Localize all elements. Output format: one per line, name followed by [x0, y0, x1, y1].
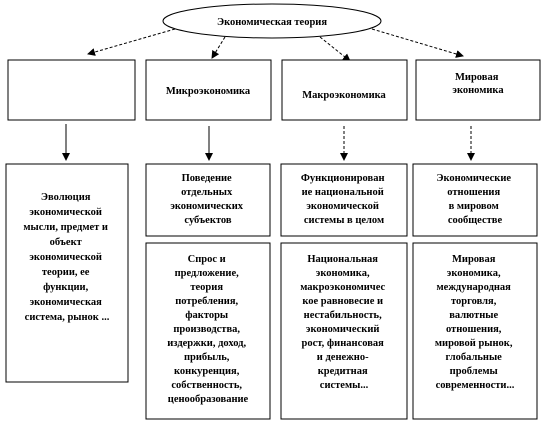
detail-line: торговля,	[451, 296, 497, 307]
branch-4-box	[415, 59, 541, 121]
detail-line: Национальная	[307, 254, 378, 265]
detail-line: объект	[50, 237, 83, 248]
detail-line: отношения,	[446, 324, 502, 335]
detail-line: прибыль,	[184, 352, 230, 363]
detail-line: экономический	[306, 324, 380, 335]
branch-1-detail-text: Эволюция экономической мысли, предмет и …	[23, 192, 110, 323]
branch-1-detail-box	[5, 163, 129, 383]
detail-line: глобальные	[446, 352, 503, 363]
detail-line: экономической	[29, 207, 102, 218]
detail-line: рост, финансовая	[302, 338, 385, 349]
detail-line: и денежно-	[317, 352, 369, 363]
detail-line: теория	[190, 282, 223, 293]
branch-2-detail-text-1: Поведение отдельных экономических субъек…	[170, 173, 245, 226]
branch-2-detail-box-1	[145, 163, 271, 237]
detail-line: мысли, предмет и	[23, 222, 108, 233]
detail-line: Функционирован	[301, 173, 385, 184]
connector-root-to-branch-2	[211, 36, 226, 59]
detail-line: производства,	[173, 324, 240, 335]
branch-1-box	[7, 59, 136, 121]
branch-3-title: Макроэкономика	[302, 90, 386, 101]
branch-2-detail-text-2: Спрос и предложение, теория потребления,…	[167, 254, 249, 405]
branch-2-box	[145, 59, 272, 121]
connector-root-to-branch-1	[87, 28, 176, 56]
root-label: Экономическая теория	[217, 17, 327, 28]
detail-line: отдельных	[181, 187, 233, 198]
branch-4-title-line: экономика	[452, 85, 504, 96]
detail-line: экономическая	[30, 297, 103, 308]
detail-line: теории, ее	[42, 267, 90, 278]
branch-4-detail-text-1: Экономические отношения в мировом сообще…	[436, 173, 513, 226]
detail-line: валютные	[449, 310, 498, 321]
branch-3-detail-box-2	[280, 242, 408, 420]
detail-line: международная	[437, 282, 512, 293]
branch-3-box	[281, 59, 408, 121]
detail-line: отношения	[447, 187, 500, 198]
branch-2-detail-box-2	[145, 242, 271, 420]
detail-line: экономика,	[447, 268, 501, 279]
detail-line: экономической	[29, 252, 102, 263]
detail-line: современности...	[436, 380, 515, 391]
detail-line: функции,	[43, 282, 89, 293]
detail-line: проблемы	[450, 366, 498, 377]
detail-line: системы...	[320, 380, 369, 391]
connector-root-to-branch-4	[371, 28, 464, 58]
detail-line: субъектов	[184, 215, 231, 226]
detail-line: система, рынок ...	[25, 312, 110, 323]
detail-line: Спрос и	[188, 254, 226, 265]
branch-3-detail-box-1	[280, 163, 408, 237]
branch-4-detail-box-2	[412, 242, 538, 420]
detail-line: предложение,	[175, 268, 239, 279]
branch-3-detail-text-2: Национальная экономика, макроэкономичес …	[300, 254, 388, 391]
detail-line: экономической	[306, 201, 379, 212]
detail-line: конкуренция,	[174, 366, 240, 377]
detail-line: мировой рынок,	[435, 338, 513, 349]
branch-4-detail-text-2: Мировая экономика, международная торговл…	[435, 254, 515, 391]
branch-4-detail-box-1	[412, 163, 538, 237]
detail-line: потребления,	[175, 296, 238, 307]
root-ellipse	[162, 3, 382, 39]
detail-line: ценообразование	[168, 394, 249, 405]
detail-line: системы в целом	[304, 215, 384, 226]
detail-line: макроэкономичес	[300, 282, 385, 293]
detail-line: сообществе	[448, 215, 503, 226]
detail-line: Мировая	[452, 254, 496, 265]
detail-line: Поведение	[182, 173, 232, 184]
connector-root-to-branch-3	[319, 36, 351, 62]
detail-line: кредитная	[318, 366, 368, 377]
detail-line: нестабильность,	[304, 310, 382, 321]
detail-line: в мировом	[449, 201, 499, 212]
detail-line: Эволюция	[41, 192, 91, 203]
branch-2-title: Микроэкономика	[166, 86, 251, 97]
branch-4-title-line: Мировая	[455, 72, 499, 83]
branch-3-detail-text-1: Функционирован ие национальной экономиче…	[301, 173, 387, 226]
detail-line: собственность,	[171, 380, 242, 391]
detail-line: кое равновесие и	[302, 296, 383, 307]
detail-line: Экономические	[436, 173, 511, 184]
detail-line: факторы	[185, 310, 228, 321]
branch-4-title: Мировая экономика	[452, 72, 504, 96]
detail-line: издержки, доход,	[167, 338, 246, 349]
detail-line: ие национальной	[302, 187, 384, 198]
detail-line: экономических	[170, 201, 243, 212]
detail-line: экономика,	[316, 268, 370, 279]
